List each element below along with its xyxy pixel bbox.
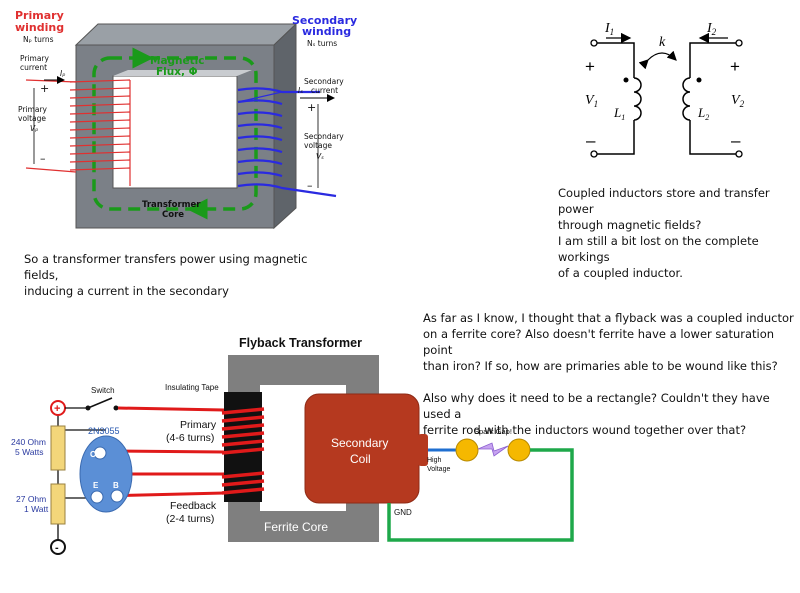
r2-value: 27 Ohm <box>16 494 46 504</box>
inductor-l2-wire <box>689 42 736 155</box>
primary-winding <box>25 79 131 186</box>
vs-label: Vₛ <box>316 152 324 161</box>
core-label: Transformer <box>142 200 201 210</box>
primary-current-label-2: current <box>20 63 47 72</box>
coupled-inductor-note: Coupled inductors store and transfer pow… <box>558 186 770 280</box>
i2-label: I2 <box>706 21 717 37</box>
l1-dot <box>623 77 629 83</box>
secondary-minus: – <box>307 179 313 192</box>
gnd-label: GND <box>394 508 412 517</box>
primary-minus: – <box>40 152 46 165</box>
v2-label: V2 <box>731 93 745 109</box>
pin-c-label: C <box>90 450 96 459</box>
v1-label: V1 <box>585 93 598 109</box>
magnetic-flux-label-2: Flux, Φ <box>156 66 198 78</box>
primary-turns-label: (4-6 turns) <box>166 432 214 444</box>
magnetic-flux-path <box>92 56 258 211</box>
k-label: k <box>659 35 666 50</box>
feedback-label: Feedback <box>170 500 217 512</box>
plus-terminal-label: + <box>54 403 60 415</box>
secondary-winding-title: Secondary <box>292 14 357 27</box>
primary-winding-title-2: winding <box>15 21 64 34</box>
r1-value: 240 Ohm <box>11 437 46 447</box>
inductor-l2-coil <box>682 77 691 121</box>
primary-voltage-label: Primary <box>18 105 48 114</box>
secondary-current-label: Secondary <box>304 77 344 86</box>
secondary-voltage-label-2: voltage <box>304 141 332 150</box>
primary-plus: + <box>40 82 49 95</box>
secondary-winding-title-2: winding <box>302 25 351 38</box>
l2-dot <box>696 77 702 83</box>
transistor-2n3055 <box>79 435 133 513</box>
flyback-note: As far as I know, I thought that a flyba… <box>423 311 794 437</box>
primary-current-label: Primary <box>20 54 50 63</box>
spark-gap-label: Spark Gap! <box>474 427 512 436</box>
pin-b-label: B <box>113 481 119 490</box>
resistor-27-ohm <box>50 483 66 525</box>
primary-coil <box>221 407 265 495</box>
transistor-label: 2N3055 <box>88 426 120 436</box>
flyback-diagram: Flyback Transformer Ferrite Core Seconda… <box>11 336 574 555</box>
primary-winding-title: Primary <box>15 9 64 22</box>
r2-power: 1 Watt <box>24 504 49 514</box>
high-voltage-label-2: Voltage <box>427 466 450 473</box>
spark-bolt <box>477 442 509 457</box>
secondary-plus: + <box>307 101 316 114</box>
pin-e-label: E <box>93 481 99 490</box>
secondary-current-label-2: current <box>311 86 338 95</box>
v2-minus: – <box>731 131 741 150</box>
minus-terminal-label: - <box>55 542 59 554</box>
v1-minus: – <box>586 131 596 150</box>
magnetic-flux-label: Magnetic <box>150 55 205 67</box>
switch-lever <box>87 397 113 409</box>
inductor-l1-wire <box>597 42 635 155</box>
switch-label: Switch <box>91 386 115 395</box>
secondary-coil-label-2: Coil <box>350 452 371 466</box>
coupled-inductor-diagram: I1 I2 k V1 V2 L1 L2 + – + – <box>585 21 745 158</box>
secondary-coil-label: Secondary <box>331 436 388 450</box>
transformer-window-depth <box>113 70 252 76</box>
v2-plus: + <box>730 57 740 76</box>
flyback-title: Flyback Transformer <box>239 336 362 350</box>
spark-electrode-left <box>455 438 479 462</box>
v1-plus: + <box>585 57 595 76</box>
minus-terminal <box>50 539 66 555</box>
r1-power: 5 Watts <box>15 447 44 457</box>
core-label-2: Core <box>162 210 184 220</box>
l1-label: L1 <box>613 105 625 122</box>
i1-label: I1 <box>604 21 614 37</box>
transformer-core-top-face <box>74 23 298 46</box>
insulating-tape-label: Insulating Tape <box>165 383 219 392</box>
ip-label: Iₚ <box>60 69 65 78</box>
primary-voltage-label-2: voltage <box>18 114 46 123</box>
transformer-core-window <box>112 75 238 189</box>
ns-turns: Nₛ turns <box>307 39 337 48</box>
secondary-voltage-label: Secondary <box>304 132 344 141</box>
primary-label: Primary <box>180 419 217 431</box>
ferrite-core-label: Ferrite Core <box>264 520 328 534</box>
spark-electrode-right <box>507 438 531 462</box>
secondary-winding <box>237 87 337 198</box>
inductor-l1-coil <box>633 77 642 121</box>
l2-label: L2 <box>697 105 709 122</box>
feedback-turns-label: (2-4 turns) <box>166 513 214 525</box>
is-label: Iₛ <box>298 86 303 95</box>
gnd-wire <box>387 448 574 542</box>
resistor-240-ohm <box>50 425 66 471</box>
high-voltage-label: High <box>427 457 442 464</box>
coupling-arc <box>638 50 677 70</box>
transformer-note: So a transformer transfers power using m… <box>24 252 308 298</box>
transformer-diagram: Magnetic Flux, Φ Transformer Core Primar… <box>15 9 357 230</box>
np-turns: Nₚ turns <box>23 35 54 44</box>
vp-label: Vₚ <box>30 124 38 133</box>
